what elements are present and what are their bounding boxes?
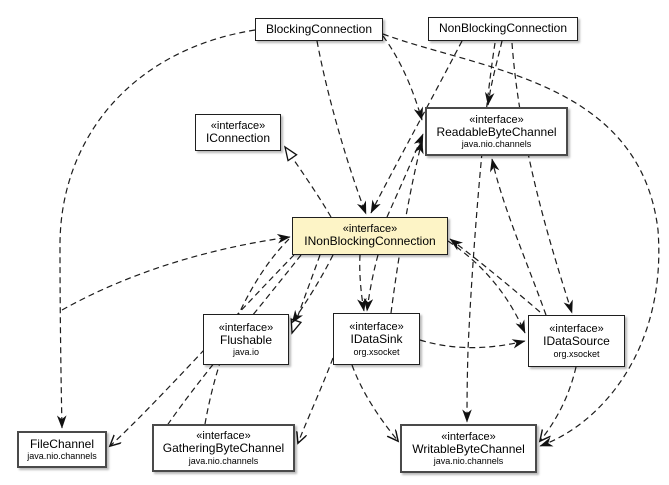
edge-INonBlockingConnection-FileChannel	[110, 254, 295, 446]
package-label: java.nio.channels	[188, 455, 259, 466]
node-iconnection[interactable]: «interface» IConnection	[195, 114, 281, 151]
stereotype-label: «interface»	[218, 321, 274, 334]
class-name: FileChannel	[29, 436, 95, 451]
edge-INonBlockingConnection-Flushable-dependency	[291, 254, 334, 324]
edge-INonBlockingConnection-IDataSource	[447, 240, 526, 334]
edge-INonBlockingConnection-Flushable-generalization	[292, 254, 321, 333]
class-name: NonBlockingConnection	[438, 21, 568, 36]
edge-NonBlockingConnection-WritableByteChannel	[462, 42, 496, 423]
edge-IDataSource-INonBlockingConnection	[449, 238, 541, 313]
node-idatasink[interactable]: «interface» IDataSink org.xsocket	[333, 313, 420, 365]
edge-FileChannel-INonBlockingConnection	[61, 233, 291, 311]
node-flushable[interactable]: «interface» Flushable java.io	[203, 314, 289, 365]
stereotype-label: «interface»	[469, 113, 524, 126]
edge-NonBlockingConnection-IDataSource	[511, 42, 573, 314]
class-name: Flushable	[219, 332, 273, 347]
edge-NonBlockingConnection-ReadableByteChannel	[484, 40, 503, 106]
class-name: INonBlockingConnection	[304, 234, 436, 249]
package-label: java.io	[232, 347, 259, 358]
edge-INonBlockingConnection-IConnection	[285, 147, 332, 218]
node-filechannel[interactable]: FileChannel java.nio.channels	[17, 431, 107, 468]
class-name: IDataSource	[543, 334, 610, 349]
edge-BlockingConnection-INonBlockingConnection	[316, 40, 367, 215]
node-readablebytechannel[interactable]: «interface» ReadableByteChannel java.nio…	[425, 107, 568, 156]
stereotype-label: «interface»	[210, 119, 266, 132]
class-name: IDataSink	[350, 332, 403, 347]
class-name: GatheringByteChannel	[162, 441, 285, 456]
edge-IDataSource-ReadableByteChannel	[489, 158, 547, 316]
edge-BlockingConnection-ReadableByteChannel	[382, 35, 423, 121]
edge-IDataSink-IDataSource	[419, 339, 526, 349]
class-name: WritableByteChannel	[412, 441, 525, 456]
package-label: java.nio.channels	[433, 456, 504, 467]
edge-BlockingConnection-WritableByteChannel	[382, 33, 660, 447]
edge-INonBlockingConnection-IDataSink	[357, 254, 367, 312]
node-blockingconnection[interactable]: BlockingConnection	[255, 18, 383, 41]
package-label: java.nio.channels	[27, 451, 97, 462]
class-name: ReadableByteChannel	[436, 124, 557, 139]
node-writablebytechannel[interactable]: «interface» WritableByteChannel java.nio…	[400, 424, 537, 473]
edge-NonBlockingConnection-IDataSink	[363, 254, 379, 312]
node-idatasource[interactable]: «interface» IDataSource org.xsocket	[528, 315, 625, 367]
stereotype-label: «interface»	[196, 430, 251, 443]
stereotype-label: «interface»	[549, 323, 604, 336]
package-label: org.xsocket	[553, 348, 600, 359]
node-inonblockingconnection[interactable]: «interface» INonBlockingConnection	[292, 217, 448, 255]
stereotype-label: «interface»	[441, 430, 496, 443]
package-label: java.nio.channels	[461, 139, 532, 150]
edge-NonBlockingConnection-INonBlockingConnection	[370, 40, 463, 214]
edge-GatheringByteChannel-INonBlockingConnection	[204, 238, 290, 425]
edge-IDataSource-WritableByteChannel	[540, 366, 577, 441]
edge-INonBlockingConnection-ReadableByteChannel	[386, 133, 424, 218]
edge-BlockingConnection-FileChannel	[56, 29, 256, 429]
stereotype-label: «interface»	[349, 321, 404, 334]
edge-IDataSink-GatheringByteChannel	[298, 357, 334, 443]
edge-IDataSink-WritableByteChannel	[351, 364, 398, 441]
node-gatheringbytechannel[interactable]: «interface» GatheringByteChannel java.ni…	[152, 424, 295, 472]
node-nonblockingconnection[interactable]: NonBlockingConnection	[428, 17, 578, 41]
class-name: IConnection	[205, 130, 271, 145]
class-name: BlockingConnection	[265, 21, 373, 36]
package-label: org.xsocket	[353, 346, 400, 357]
stereotype-label: «interface»	[342, 223, 398, 236]
